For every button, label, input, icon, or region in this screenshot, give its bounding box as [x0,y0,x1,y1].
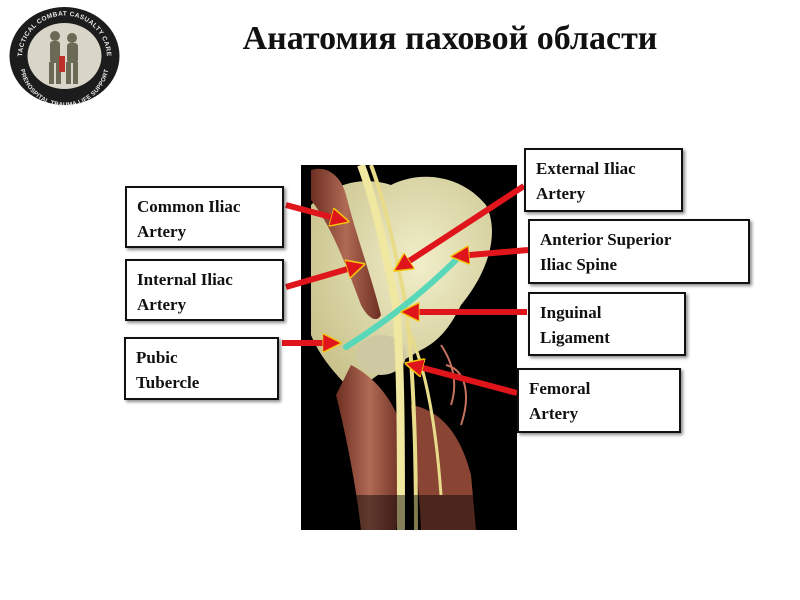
adductor-muscle [336,365,404,530]
label-line: Common Iliac [137,197,241,216]
label-line: Artery [137,222,187,241]
label-external-iliac-artery: External Iliac Artery [524,148,683,212]
label-anterior-superior-iliac-spine: Anterior Superior Iliac Spine [528,219,750,284]
label-internal-iliac-artery: Internal Iliac Artery [125,259,284,321]
label-inguinal-ligament: Inguinal Ligament [528,292,686,356]
anatomy-illustration [301,163,517,531]
label-line: Artery [137,295,187,314]
label-line: Tubercle [136,373,200,392]
label-line: Artery [529,404,579,423]
quadriceps-muscle [411,405,476,530]
label-line: Femoral [529,379,591,398]
label-line: Inguinal [540,303,602,322]
page-title: Анатомия паховой области [242,20,658,57]
pubic-bone [356,335,406,375]
label-line: Ligament [540,328,610,347]
label-line: Artery [536,184,586,203]
tccc-seal-icon: TACTICAL COMBAT CASUALTY CARE PREHOSPITA… [9,7,120,106]
tccc-logo: TACTICAL COMBAT CASUALTY CARE PREHOSPITA… [8,6,121,106]
branch-vessels [440,344,467,426]
label-line: External Iliac [536,159,636,178]
label-line: Internal Iliac [137,270,233,289]
label-pubic-tubercle: Pubic Tubercle [124,337,279,400]
label-line: Anterior Superior [540,230,672,249]
label-line: Pubic [136,348,178,367]
label-line: Iliac Spine [540,255,617,274]
label-femoral-artery: Femoral Artery [517,368,681,433]
label-common-iliac-artery: Common Iliac Artery [125,186,284,248]
